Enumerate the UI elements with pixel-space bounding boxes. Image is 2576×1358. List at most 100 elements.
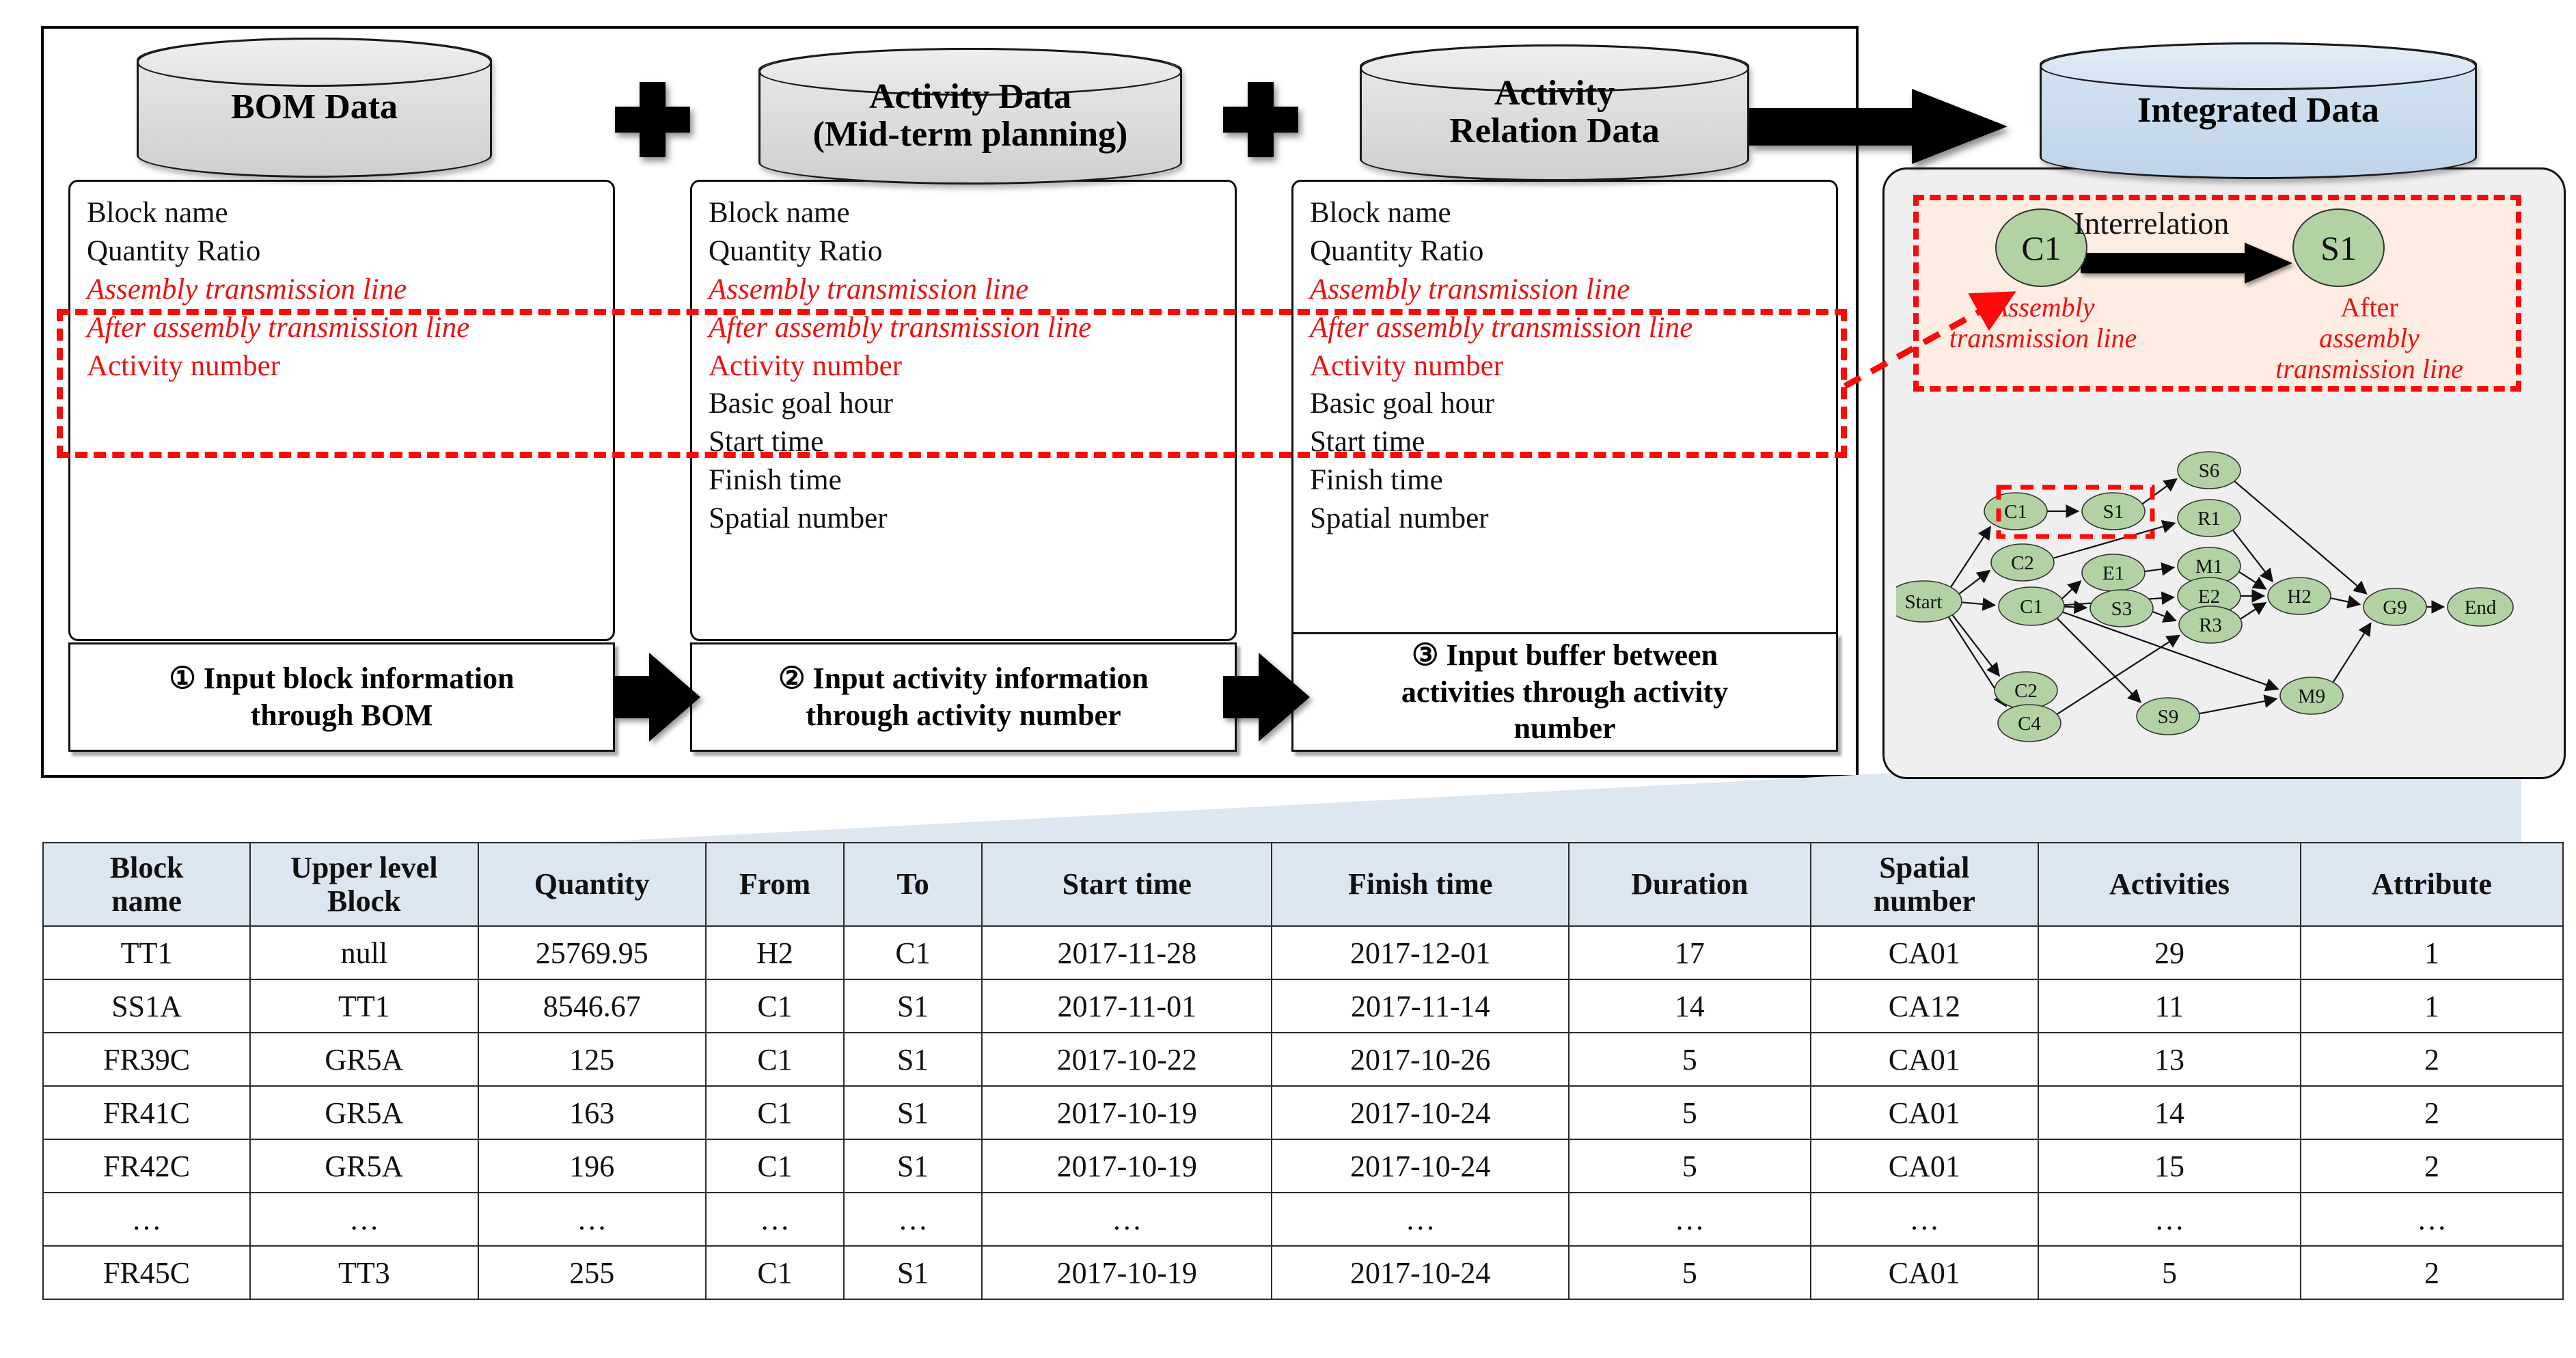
header-line1: From — [739, 867, 811, 901]
cylinder-activity-label-line1: Activity Data — [868, 77, 1071, 117]
table-cell: CA01 — [1809, 1245, 2040, 1300]
network-edge — [2056, 634, 2181, 716]
network-node-h2: H2 — [2267, 577, 2331, 615]
network-highlight-box — [1996, 485, 2155, 539]
network-node-g9: G9 — [2363, 588, 2427, 626]
svg-text:G9: G9 — [2383, 597, 2407, 619]
column-header-quantity: Quantity — [477, 842, 707, 927]
svg-text:C4: C4 — [2018, 713, 2041, 735]
arrow-shaft — [1223, 676, 1265, 718]
table-cell: TT1 — [249, 979, 479, 1033]
step-text-line2: activities through activity — [1401, 675, 1729, 709]
network-node-e2: E2 — [2177, 577, 2241, 615]
table-cell: CA01 — [1809, 1085, 2040, 1140]
table-cell: SS1A — [42, 979, 251, 1033]
network-edge — [2152, 610, 2177, 623]
table-cell: S1 — [843, 1032, 983, 1087]
plus-icon-1 — [615, 82, 690, 157]
svg-text:M1: M1 — [2195, 556, 2223, 578]
field-box-relation: Block name Quantity Ratio Assembly trans… — [1291, 180, 1838, 641]
network-node-end: End — [2447, 587, 2514, 627]
table-cell: 2017-10-22 — [981, 1032, 1273, 1087]
step-text-line1: Input block information — [203, 662, 515, 696]
table-cell: 17 — [1567, 925, 1811, 980]
cylinder-activity-relation-data: Activity Relation Data — [1360, 44, 1749, 181]
network-node-c2: C2 — [1994, 671, 2058, 709]
table-cell: 2017-10-24 — [1271, 1085, 1570, 1140]
table-cell: 5 — [1567, 1032, 1811, 1087]
svg-text:R1: R1 — [2197, 508, 2221, 530]
table-cell: 1 — [2299, 925, 2564, 980]
table-cell: CA01 — [1809, 1139, 2040, 1193]
network-edge — [2141, 478, 2178, 505]
network-edge — [2240, 601, 2267, 620]
table-cell: 2 — [2299, 1139, 2564, 1193]
field-item: Start time — [1310, 426, 1425, 459]
table-cell: 125 — [477, 1032, 707, 1087]
arrow-shaft — [1749, 108, 1920, 146]
network-edge — [2199, 694, 2278, 715]
svg-text:H2: H2 — [2287, 586, 2311, 608]
table-cell: 2017-10-24 — [1271, 1245, 1570, 1300]
svg-text:E2: E2 — [2198, 586, 2220, 608]
table-cell: C1 — [704, 979, 845, 1033]
svg-text:C1: C1 — [2020, 596, 2043, 618]
network-node-s3: S3 — [2089, 589, 2154, 627]
field-item-highlighted: Assembly transmission line — [87, 273, 407, 305]
table-cell: … — [2038, 1192, 2301, 1247]
network-node-c2: C2 — [1990, 543, 2055, 582]
table-cell: … — [249, 1192, 479, 1247]
field-item: Quantity Ratio — [87, 234, 261, 267]
network-edges — [1947, 478, 2445, 716]
step-text-line3: number — [1513, 711, 1616, 746]
field-item: Quantity Ratio — [709, 234, 883, 267]
field-item: Basic goal hour — [1310, 388, 1494, 420]
cylinder-bom-label: BOM Data — [230, 87, 398, 127]
table-cell: … — [1567, 1192, 1811, 1247]
table-cell: FR41C — [42, 1085, 251, 1140]
table-cell: 15 — [2038, 1139, 2301, 1193]
caption-line2: assembly — [2319, 322, 2420, 353]
header-line1: Block — [109, 850, 184, 884]
table-cell: CA01 — [1809, 925, 2040, 980]
node-c1: C1 — [1995, 208, 2087, 287]
network-edge — [2062, 611, 2279, 692]
network-node-c4: C4 — [1997, 704, 2061, 742]
field-item-highlighted: After assembly transmission line — [709, 311, 1092, 344]
table-cell: 2017-11-28 — [981, 925, 1273, 980]
table-cell: … — [981, 1192, 1273, 1247]
arrow-head — [2245, 243, 2292, 284]
table-cell: S1 — [843, 1139, 983, 1193]
table-cell: 2017-10-19 — [981, 1139, 1273, 1193]
network-edge — [2061, 580, 2082, 600]
table-cell: 2017-11-14 — [1271, 979, 1570, 1033]
table-cell: 14 — [1567, 979, 1811, 1033]
table-cell: … — [843, 1192, 983, 1247]
table-cell: 163 — [477, 1085, 707, 1140]
field-list-bom: Block name Quantity Ratio Assembly trans… — [70, 182, 613, 385]
table-cell: C1 — [704, 1032, 845, 1087]
svg-text:C2: C2 — [2014, 680, 2038, 702]
step-number: ② — [778, 662, 806, 696]
field-item: Quantity Ratio — [1310, 234, 1484, 267]
table-cell: 2017-10-24 — [1271, 1139, 1570, 1193]
network-edge — [2332, 622, 2372, 683]
svg-text:C1: C1 — [2004, 501, 2027, 523]
network-edge — [2232, 529, 2273, 583]
cylinder-integrated-data: Integrated Data — [2040, 42, 2477, 179]
table-cell: CA01 — [1809, 1032, 2040, 1087]
field-item: Block name — [709, 197, 850, 229]
column-header-start-time: Start time — [981, 842, 1273, 927]
field-item: Start time — [709, 426, 824, 459]
caption-line3: transmission line — [2275, 353, 2463, 384]
table-cell: 255 — [477, 1245, 707, 1300]
network-node-m1: M1 — [2177, 547, 2241, 585]
table-cell: … — [704, 1192, 845, 1247]
node-label: C1 — [2021, 228, 2061, 267]
header-line2: name — [111, 884, 182, 918]
table-cell: 2017-10-19 — [981, 1245, 1273, 1300]
field-item: Finish time — [1310, 464, 1443, 497]
